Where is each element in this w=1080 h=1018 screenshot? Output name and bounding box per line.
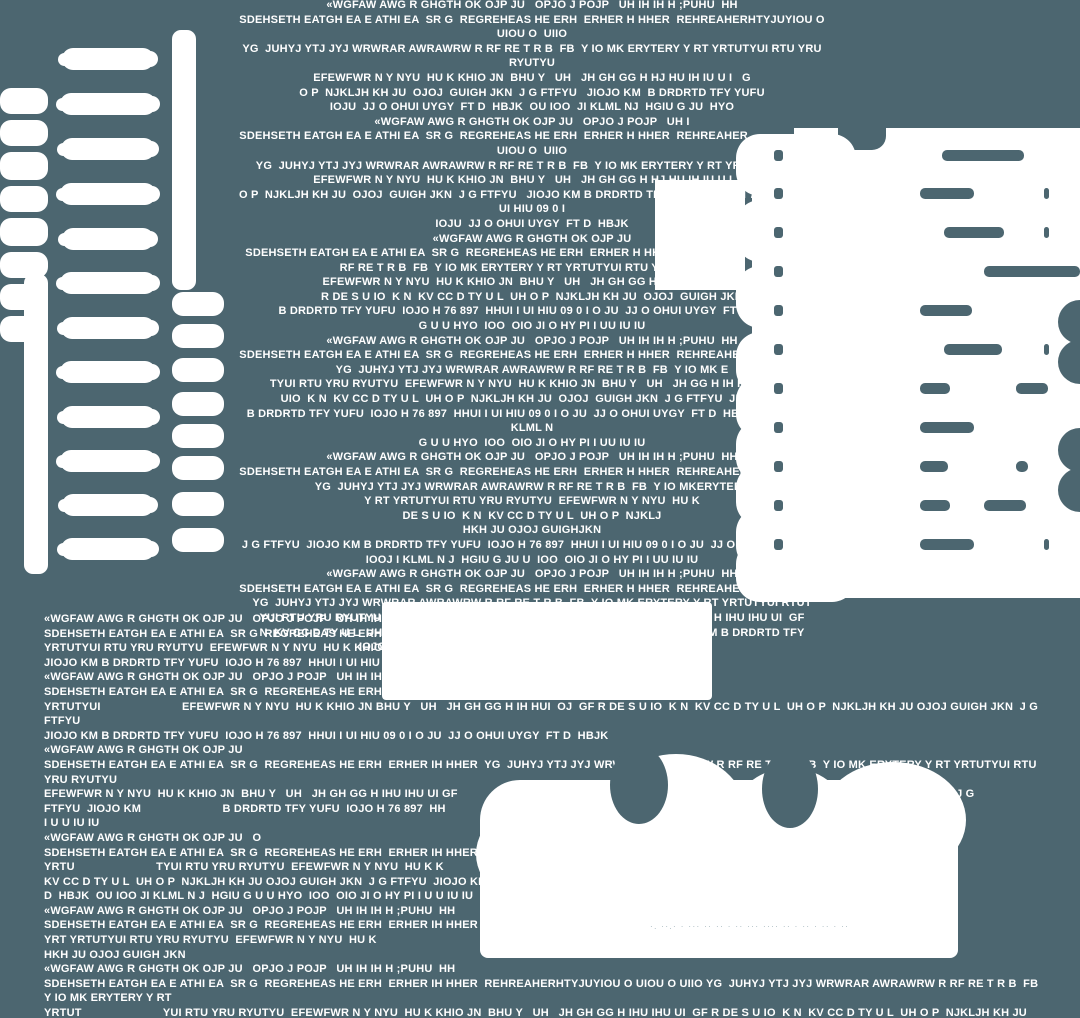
bullet-icon bbox=[774, 227, 783, 238]
faint-footer-text: ·. ··.· · ··· ·· ·· · ·· ··· ···· ·· · ·… bbox=[650, 922, 850, 931]
redaction-bar bbox=[944, 344, 1002, 355]
bullet-icon bbox=[774, 305, 783, 316]
redaction-tick bbox=[1044, 344, 1049, 355]
white-redaction-block bbox=[655, 180, 745, 290]
redaction-pill bbox=[172, 292, 224, 316]
bullet-icon bbox=[774, 461, 783, 472]
redaction-bar bbox=[944, 227, 1004, 238]
redaction-tick bbox=[1044, 539, 1049, 550]
bullet-icon bbox=[774, 383, 783, 394]
mid-white-redaction-block bbox=[382, 602, 712, 700]
redaction-pill bbox=[172, 358, 224, 382]
panel-right-notch bbox=[1058, 340, 1080, 384]
bullet-icon bbox=[774, 422, 783, 433]
redaction-bar bbox=[920, 188, 974, 199]
text-blob bbox=[58, 494, 158, 516]
blob-notch bbox=[762, 750, 818, 828]
redaction-bar bbox=[1016, 461, 1028, 472]
bullet-icon bbox=[774, 500, 783, 511]
redaction-bar bbox=[920, 422, 974, 433]
text-blob bbox=[56, 450, 160, 472]
redaction-pill bbox=[172, 492, 224, 516]
redaction-pill bbox=[172, 456, 224, 480]
bullet-icon bbox=[774, 188, 783, 199]
text-blob bbox=[56, 272, 160, 294]
blob-lobe bbox=[820, 762, 966, 878]
text-blob bbox=[56, 93, 160, 115]
left-vertical-redaction-bar bbox=[24, 274, 48, 574]
blob-notch bbox=[610, 746, 668, 824]
redaction-pill bbox=[0, 88, 48, 114]
text-blob bbox=[56, 183, 160, 205]
text-blob bbox=[57, 538, 159, 560]
redaction-bar bbox=[1016, 383, 1048, 394]
panel-edge-scallop bbox=[736, 266, 856, 328]
redaction-tick bbox=[1044, 188, 1049, 199]
redaction-pill bbox=[0, 120, 48, 146]
bottom-white-redaction-blob bbox=[476, 746, 966, 958]
redaction-bar bbox=[920, 500, 950, 511]
text-blob bbox=[57, 406, 160, 428]
obscured-top-text-block: «WGFAW AWG R GHGTH OK OJP JU OPJO J POJP… bbox=[238, 0, 825, 654]
redaction-tick bbox=[1044, 227, 1049, 238]
mid-vertical-redaction-bar bbox=[172, 30, 196, 290]
panel-edge-scallop bbox=[736, 540, 856, 602]
redaction-bar bbox=[920, 461, 948, 472]
redaction-pill bbox=[172, 424, 224, 448]
redaction-bar bbox=[920, 383, 950, 394]
panel-edge-scallop bbox=[736, 200, 856, 262]
redaction-bar bbox=[920, 539, 974, 550]
redaction-bar bbox=[942, 150, 1024, 161]
panel-right-notch bbox=[1058, 428, 1080, 472]
text-blob bbox=[56, 361, 160, 383]
text-blob bbox=[58, 228, 158, 250]
panel-right-notch bbox=[1058, 300, 1080, 344]
redaction-pill bbox=[172, 324, 224, 348]
obscured-bottom-text-block: «WGFAW AWG R GHGTH OK OJP JU OPJO J POJP… bbox=[44, 613, 1039, 1018]
redaction-bar bbox=[920, 305, 972, 316]
redaction-bar bbox=[984, 266, 1080, 277]
text-blob bbox=[57, 317, 159, 339]
redaction-pill bbox=[172, 528, 224, 552]
panel-edge-scallop bbox=[736, 134, 856, 196]
redaction-pill bbox=[0, 252, 48, 278]
bullet-icon bbox=[774, 150, 783, 161]
bullet-icon bbox=[774, 344, 783, 355]
bullet-icon bbox=[774, 266, 783, 277]
bullet-icon bbox=[774, 539, 783, 550]
redaction-bar bbox=[984, 500, 1026, 511]
redaction-pill bbox=[0, 152, 48, 180]
redaction-pill bbox=[0, 186, 48, 212]
panel-right-notch bbox=[1058, 468, 1080, 512]
redaction-pill bbox=[172, 392, 224, 416]
text-blob bbox=[58, 48, 158, 70]
redaction-pill bbox=[0, 218, 48, 246]
right-white-redaction-panel bbox=[736, 128, 1080, 602]
text-blob bbox=[57, 138, 159, 160]
